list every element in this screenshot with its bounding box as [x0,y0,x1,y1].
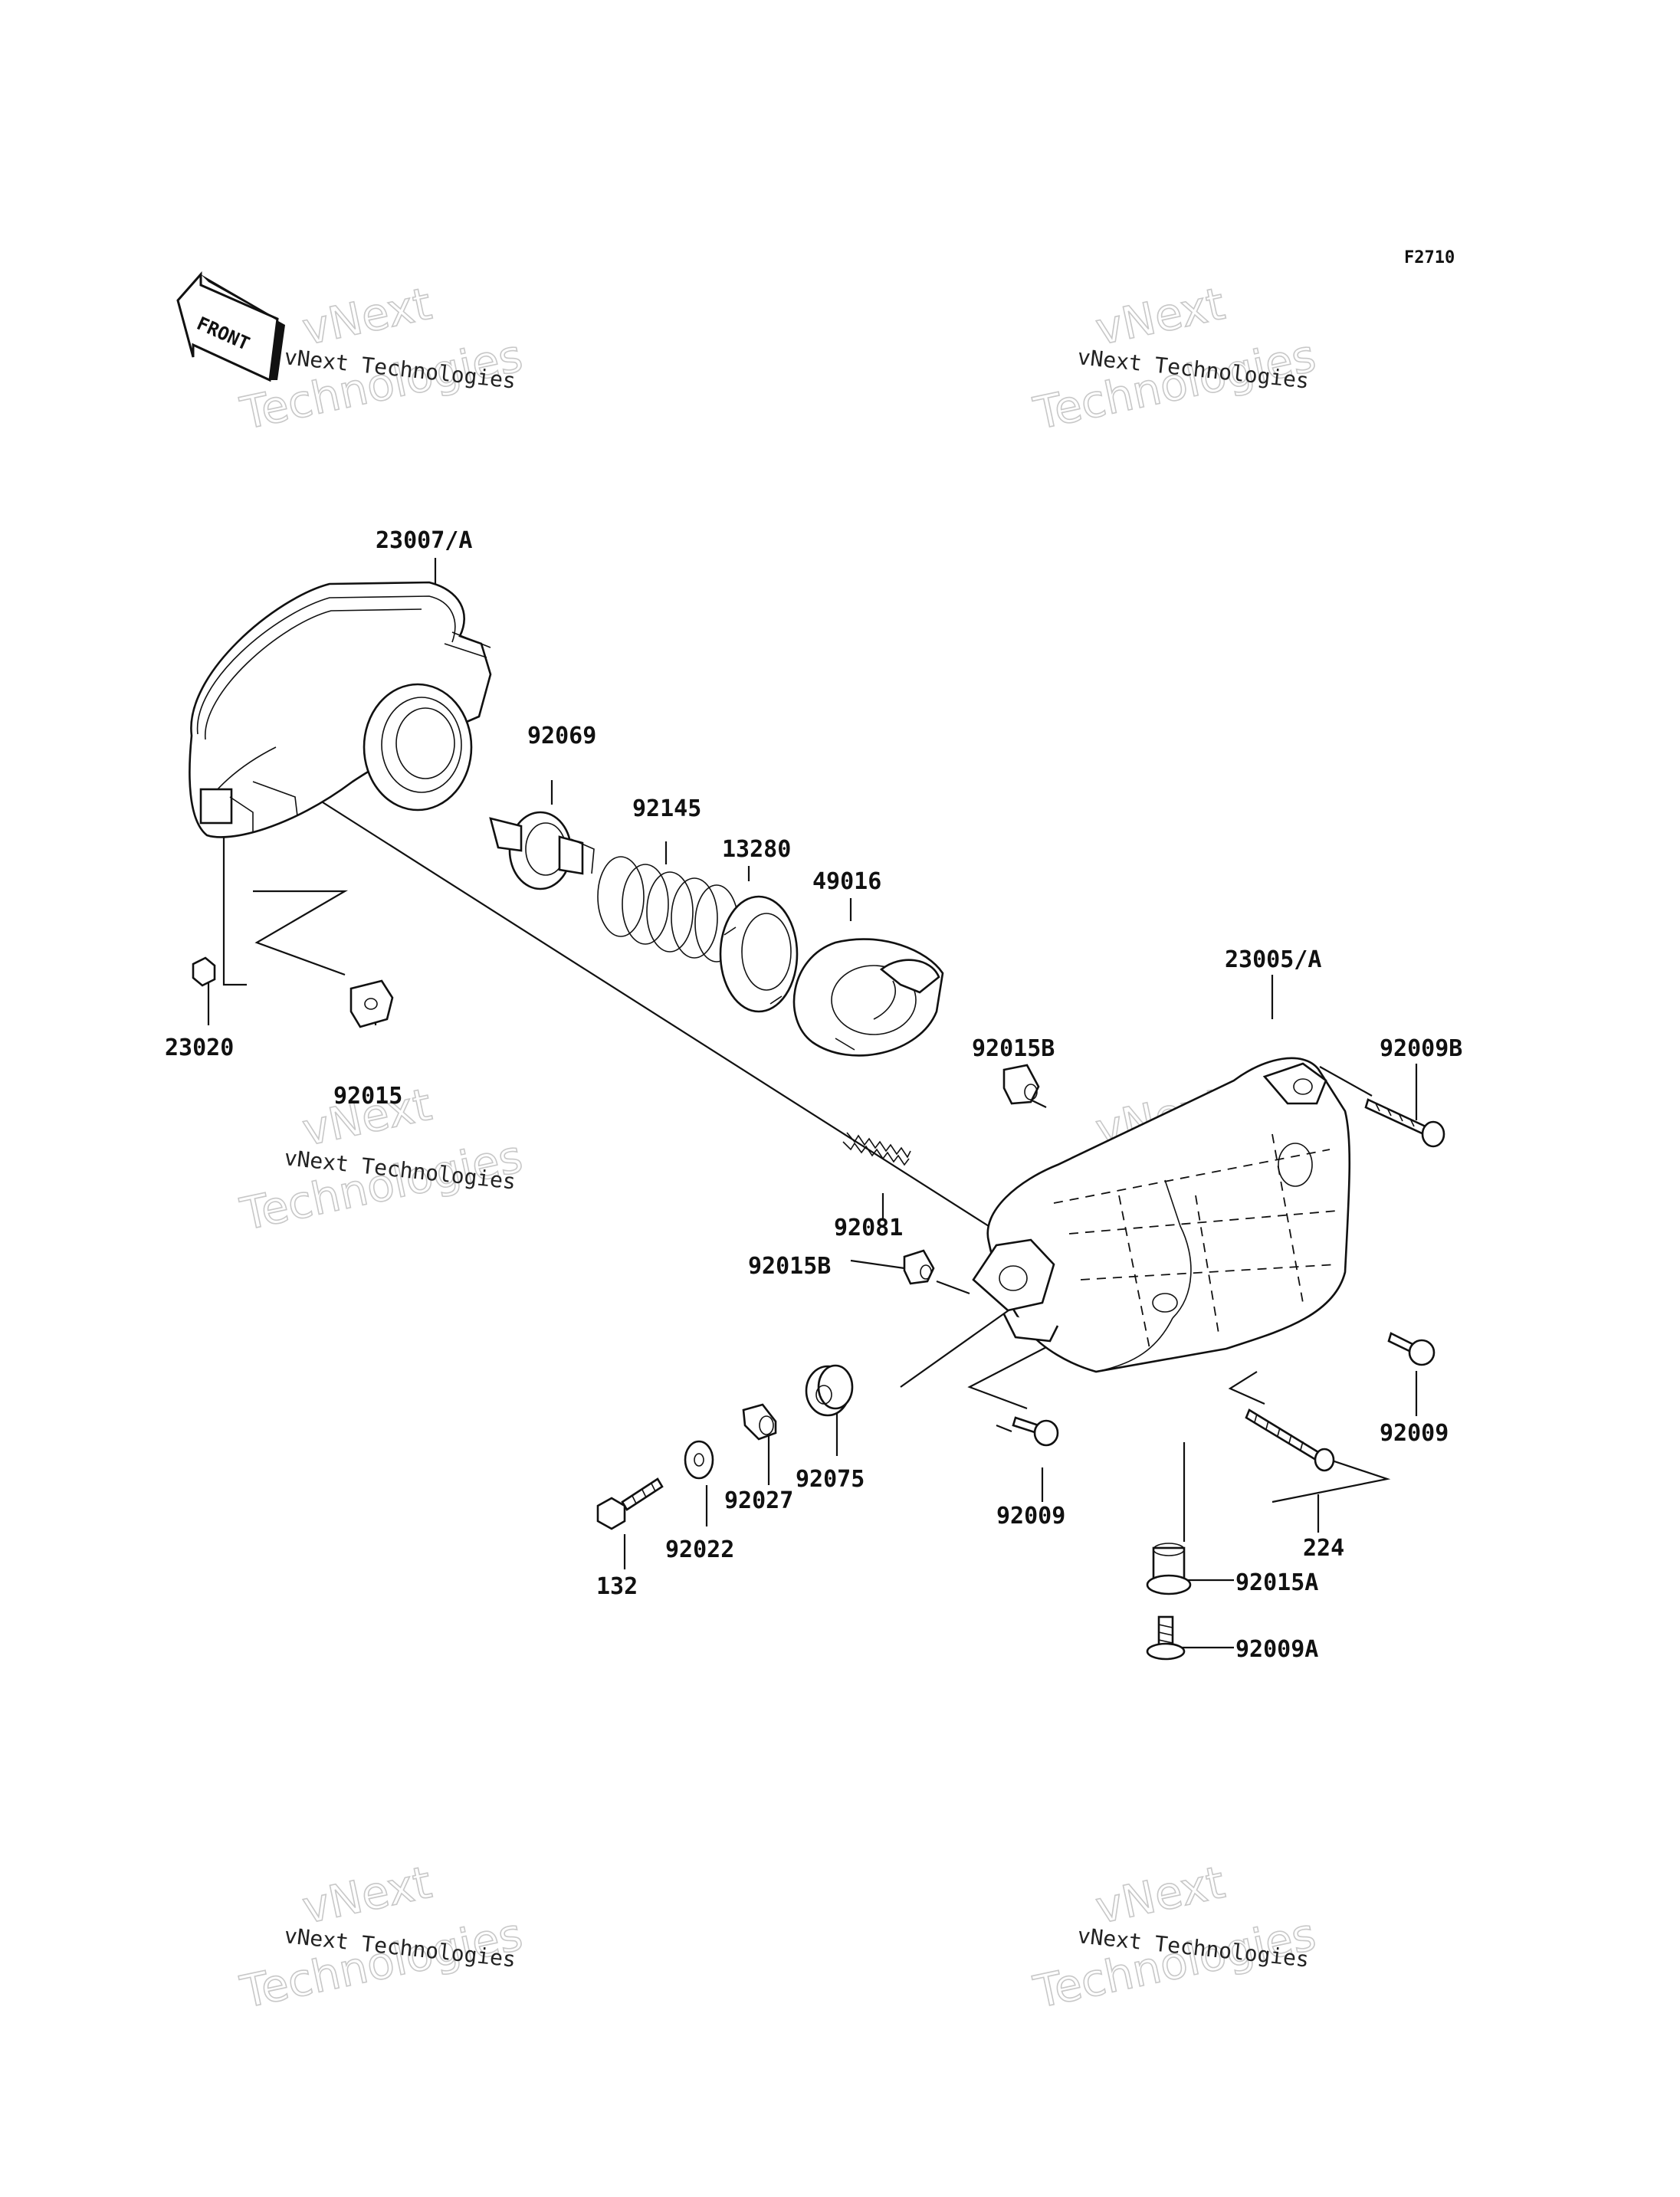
label-socket-cover: 49016 [812,868,881,895]
label-spring: 92145 [632,795,701,822]
collar-upper [1002,1064,1040,1105]
headlight-lens-unit [189,581,492,838]
spacer-collar [742,1403,777,1441]
coil-spring [597,856,739,962]
headlight-bulb [489,811,595,890]
svg-text:vNext: vNext [298,277,436,356]
long-screw [1245,1408,1335,1472]
socket-dust-cover [792,938,944,1057]
label-lens-unit: 23007/A [376,527,472,554]
label-screw-lower: 92009 [996,1503,1065,1530]
svg-text:vNext: vNext [1091,1856,1229,1934]
screw-right [1387,1332,1436,1366]
screw-upper-right [1364,1098,1445,1148]
label-collar-92027: 92027 [724,1487,793,1514]
label-screw-b: 92009B [1380,1035,1462,1062]
label-grommet: 92075 [796,1466,865,1493]
label-collar-b-upper: 92015B [972,1035,1055,1062]
label-adjust-spring: 92081 [834,1215,903,1241]
flat-washer [684,1440,714,1480]
label-housing: 23005/A [1225,946,1321,973]
label-clip: 92015 [333,1083,402,1110]
part-number-labels: 23007/A 92069 92145 13280 49016 23005/A … [165,527,1462,1663]
spring-clip [349,979,394,1028]
label-nut-small: 23020 [165,1035,234,1061]
watermark-bottom-right: vNext Technologies vNext Technologies [1029,1855,1321,2019]
hex-bolt [596,1477,664,1530]
watermark-top-right: vNext Technologies vNext Technologies [1029,277,1321,441]
figure-code: F2710 [1404,248,1455,267]
watermark-bottom-left: vNext Technologies vNext Technologies [235,1855,527,2019]
bulb-retainer-ring [719,895,799,1013]
headlight-housing [972,1057,1351,1373]
svg-text:vNext: vNext [298,1856,436,1934]
collar-a [1146,1543,1192,1595]
adjusting-spring [842,1132,911,1166]
label-screw-right: 92009 [1380,1420,1449,1447]
screw-lower [1012,1416,1059,1447]
label-bulb: 92069 [527,723,596,749]
label-screw-224: 224 [1303,1535,1344,1562]
screw-a [1146,1615,1186,1661]
label-washer: 92022 [665,1536,734,1563]
label-collar-b-lower: 92015B [748,1253,831,1280]
label-bolt: 132 [596,1573,638,1600]
front-direction-arrow: FRONT [176,271,285,382]
small-nut [192,956,216,987]
collar-lower [903,1249,935,1285]
rubber-grommet [805,1364,854,1417]
svg-text:vNext: vNext [1091,277,1229,356]
label-collar-a: 92015A [1235,1569,1318,1596]
label-screw-a: 92009A [1235,1636,1318,1663]
label-retainer: 13280 [722,836,791,863]
